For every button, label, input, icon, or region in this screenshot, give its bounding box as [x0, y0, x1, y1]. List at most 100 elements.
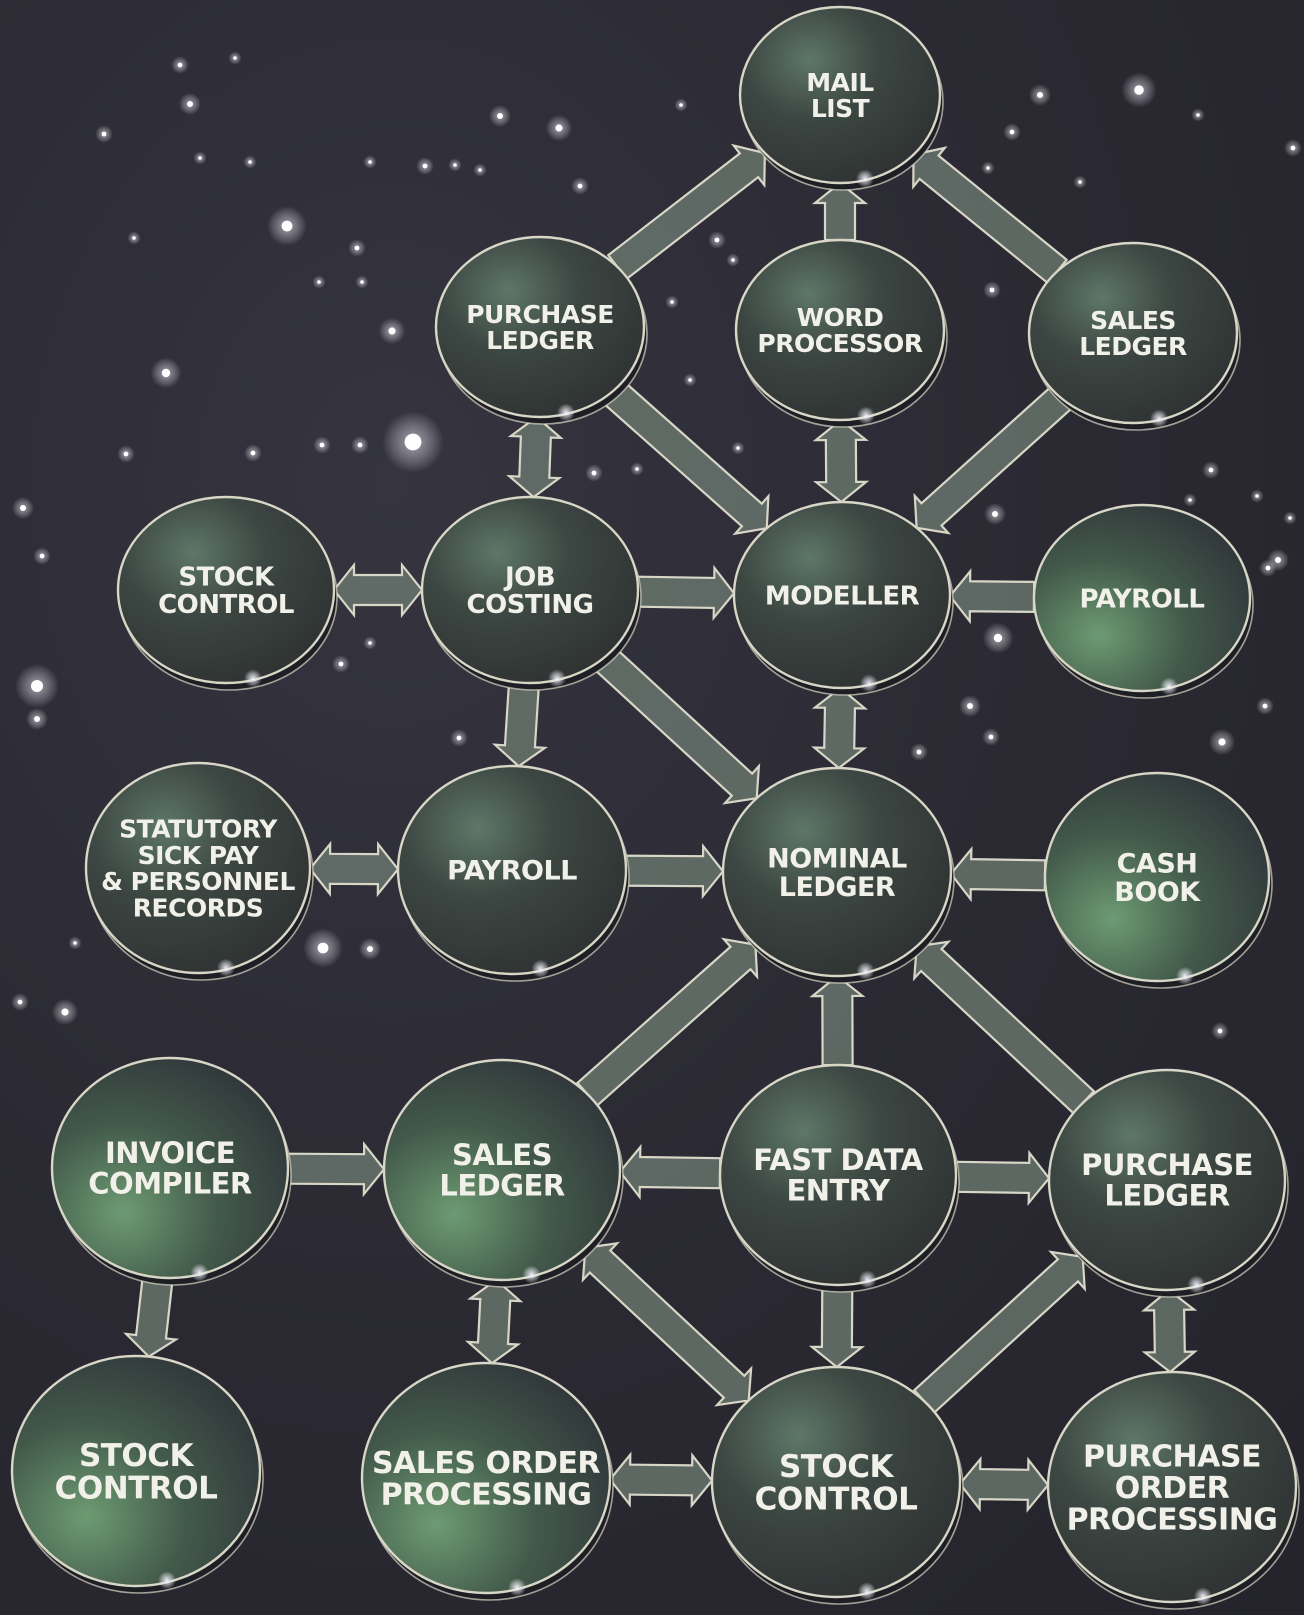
star [986, 166, 990, 170]
star [34, 716, 40, 722]
star [1209, 468, 1214, 473]
node-label: PAYROLL [447, 856, 577, 887]
star [358, 443, 363, 448]
star [1266, 566, 1271, 571]
node-fast-data-entry: FAST DATAENTRY [720, 1065, 959, 1292]
arrow [908, 1238, 1100, 1419]
node-label-line: RECORDS [133, 893, 263, 922]
star [992, 511, 998, 517]
node-label: INVOICECOMPILER [88, 1136, 252, 1200]
star [990, 288, 995, 293]
arrow [950, 571, 1035, 622]
node-label-line: PAYROLL [1080, 584, 1205, 614]
star [339, 662, 344, 667]
star [457, 736, 462, 741]
node-label-line: LEDGER [779, 872, 896, 903]
node-label-line: FAST DATA [753, 1143, 923, 1177]
node-label-line: COSTING [467, 590, 594, 620]
node-sparkle [1150, 410, 1168, 428]
double-arrow [1144, 1290, 1195, 1373]
star [989, 735, 994, 740]
arrow [602, 133, 780, 287]
node-sparkle [191, 1264, 209, 1282]
arrow [900, 928, 1101, 1120]
node-sales-ledger-top: SALESLEDGER [1029, 243, 1240, 430]
node-label-line: INVOICE [105, 1136, 235, 1170]
node-sparkle [217, 959, 235, 977]
star [1134, 85, 1144, 95]
node-sparkle [859, 1271, 877, 1289]
node-label-line: ENTRY [786, 1174, 891, 1208]
star [40, 554, 45, 559]
double-arrow [509, 416, 562, 498]
node-label-line: STATUTORY [119, 815, 278, 844]
node-label: NOMINALLEDGER [767, 844, 907, 903]
node-label-line: COMPILER [88, 1167, 252, 1201]
node-sparkle [1194, 1587, 1212, 1605]
arrow [626, 846, 723, 897]
star [478, 168, 482, 172]
double-arrow [310, 844, 398, 895]
node-sparkle [557, 404, 575, 422]
arrow [956, 1152, 1050, 1203]
node-sparkle [857, 962, 875, 980]
star [1288, 516, 1292, 520]
node-label: PAYROLL [1080, 584, 1205, 614]
node-label-line: CONTROL [55, 1470, 218, 1506]
node-label-line: SALES [1090, 306, 1176, 335]
node-sparkle [856, 170, 874, 188]
node-sparkle [244, 669, 262, 687]
star [187, 101, 193, 107]
node-invoice-compiler: INVOICECOMPILER [52, 1058, 291, 1285]
arrow [288, 1144, 384, 1195]
node-payroll-top: PAYROLL [1034, 505, 1253, 698]
star [198, 156, 202, 160]
node-sparkle [523, 1266, 541, 1284]
star [1010, 130, 1015, 135]
arrow [951, 849, 1046, 900]
star [670, 300, 674, 304]
star [736, 446, 740, 450]
arrow [620, 1147, 721, 1198]
node-modeller: MODELLER [734, 502, 953, 695]
star [162, 369, 170, 377]
star [251, 451, 256, 456]
arrow [494, 681, 549, 768]
node-label-line: LEDGER [1079, 332, 1187, 361]
star [248, 160, 252, 164]
node-label-line: WORD [797, 303, 884, 332]
star [360, 280, 364, 284]
node-label: MAILLIST [806, 68, 874, 123]
node-label-line: CONTROL [158, 590, 294, 620]
star [917, 750, 922, 755]
star [679, 103, 683, 107]
node-label: STOCKCONTROL [158, 563, 294, 620]
star [388, 327, 395, 334]
star [1196, 113, 1200, 117]
node-sparkle [1176, 967, 1194, 985]
double-arrow [816, 420, 867, 502]
star [1188, 498, 1192, 502]
star [132, 236, 136, 240]
node-label-line: JOB [503, 563, 555, 593]
star [635, 467, 639, 471]
star [355, 246, 360, 251]
star [423, 164, 428, 169]
node-label: STOCKCONTROL [55, 1438, 218, 1507]
node-label-line: MODELLER [765, 581, 920, 611]
star [497, 113, 503, 119]
node-label-line: NOMINAL [767, 844, 907, 875]
node-label-line: PAYROLL [447, 856, 577, 887]
star [994, 634, 1002, 642]
star [1037, 92, 1043, 98]
node-sales-order-processing: SALES ORDERPROCESSING [362, 1363, 613, 1600]
star [715, 238, 720, 243]
star [967, 703, 973, 709]
